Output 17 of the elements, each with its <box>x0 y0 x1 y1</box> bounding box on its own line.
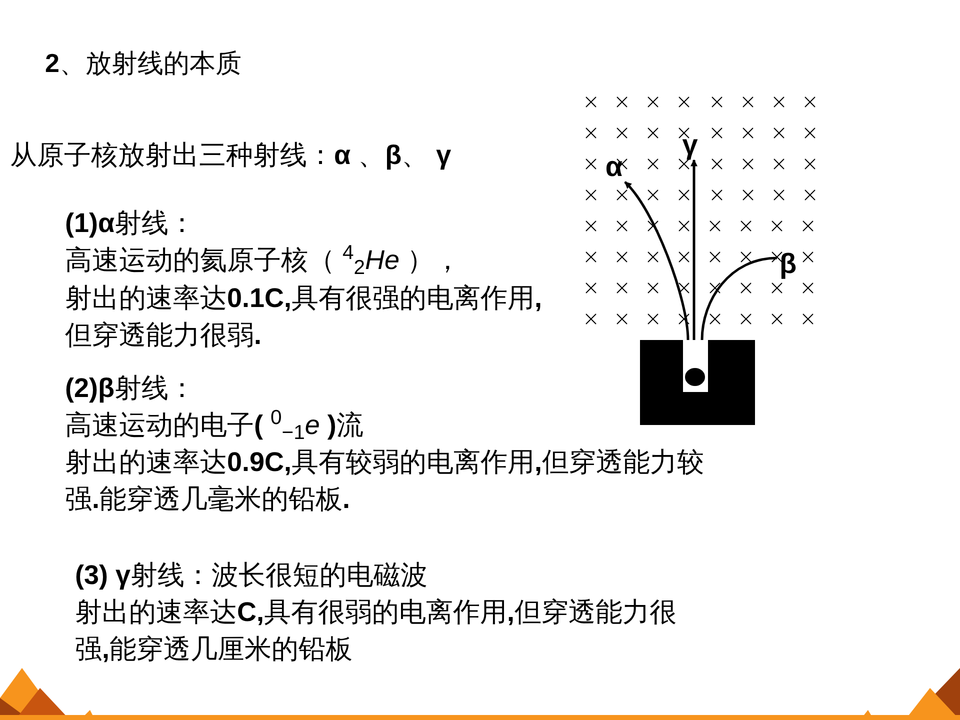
ray-trajectory <box>690 159 698 340</box>
ray-label: α <box>603 152 625 182</box>
slide-title: 2、放射线的本质 <box>45 47 242 80</box>
ray-label: β <box>777 248 799 280</box>
section-heading: (2)β射线： <box>65 372 196 405</box>
intro-text: 从原子核放射出三种射线：α 、β、 γ <box>10 139 452 172</box>
radiation-source-block <box>640 340 755 425</box>
description-paragraph: 射出的速率达0.1C,具有很强的电离作用,但穿透能力很弱. <box>65 282 544 352</box>
section-heading: (1)α射线： <box>65 207 196 240</box>
description-paragraph: 射出的速率达0.9C,具有较弱的电离作用,但穿透能力较强.能穿透几毫米的铅板. <box>65 446 706 516</box>
section-heading: (3) γ射线：波长很短的电磁波 <box>75 559 428 592</box>
description-paragraph: 射出的速率达C,具有很弱的电离作用,但穿透能力很强,能穿透几厘米的铅板 <box>75 596 678 666</box>
ray-trajectory <box>624 181 690 340</box>
formula-line: 高速运动的电子( $^{0}$$_{−1}$e )流 <box>65 407 364 444</box>
ray-label: γ <box>680 130 700 160</box>
formula-line: 高速运动的氦原子核（ $^{4}$$_{2}$He ）， <box>65 242 462 279</box>
ray-trajectory <box>700 256 778 340</box>
